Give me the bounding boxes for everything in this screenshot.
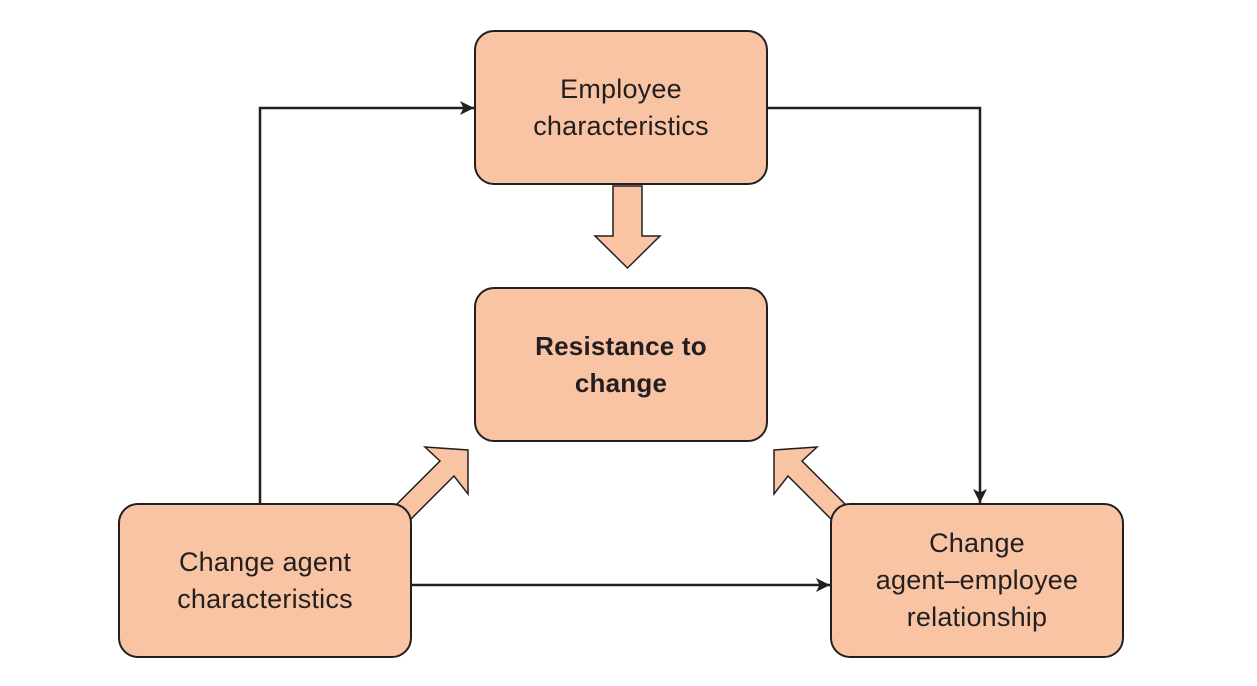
employee-characteristics-box: Employee characteristics bbox=[474, 30, 768, 185]
resistance-box-line-2: change bbox=[574, 367, 668, 398]
relationship-box-line-3: relationship bbox=[906, 602, 1048, 632]
agent-box-line-1: Change agent bbox=[178, 546, 352, 577]
connector-employee-relationship bbox=[754, 101, 987, 503]
block-arrow-employee-to-resistance bbox=[593, 185, 662, 270]
change-agent-characteristics-box: Change agent characteristics bbox=[118, 503, 412, 658]
resistance-box-line-1: Resistance to bbox=[535, 330, 707, 361]
connector-employee-agent bbox=[253, 101, 474, 517]
agent-box-line-2: characteristics bbox=[177, 583, 353, 614]
block-arrow-relationship-to-resistance bbox=[773, 446, 848, 522]
employee-box-line-2: characteristics bbox=[533, 110, 709, 141]
block-arrow-agent-to-resistance bbox=[394, 446, 469, 522]
resistance-to-change-box: Resistance to change bbox=[474, 287, 768, 442]
employee-box-line-1: Employee bbox=[560, 73, 682, 104]
relationship-box-line-1: Change bbox=[929, 528, 1025, 558]
relationship-box-line-2: agent–employee bbox=[875, 565, 1079, 595]
change-agent-employee-relationship-box: Change agent–employee relationship bbox=[830, 503, 1124, 658]
